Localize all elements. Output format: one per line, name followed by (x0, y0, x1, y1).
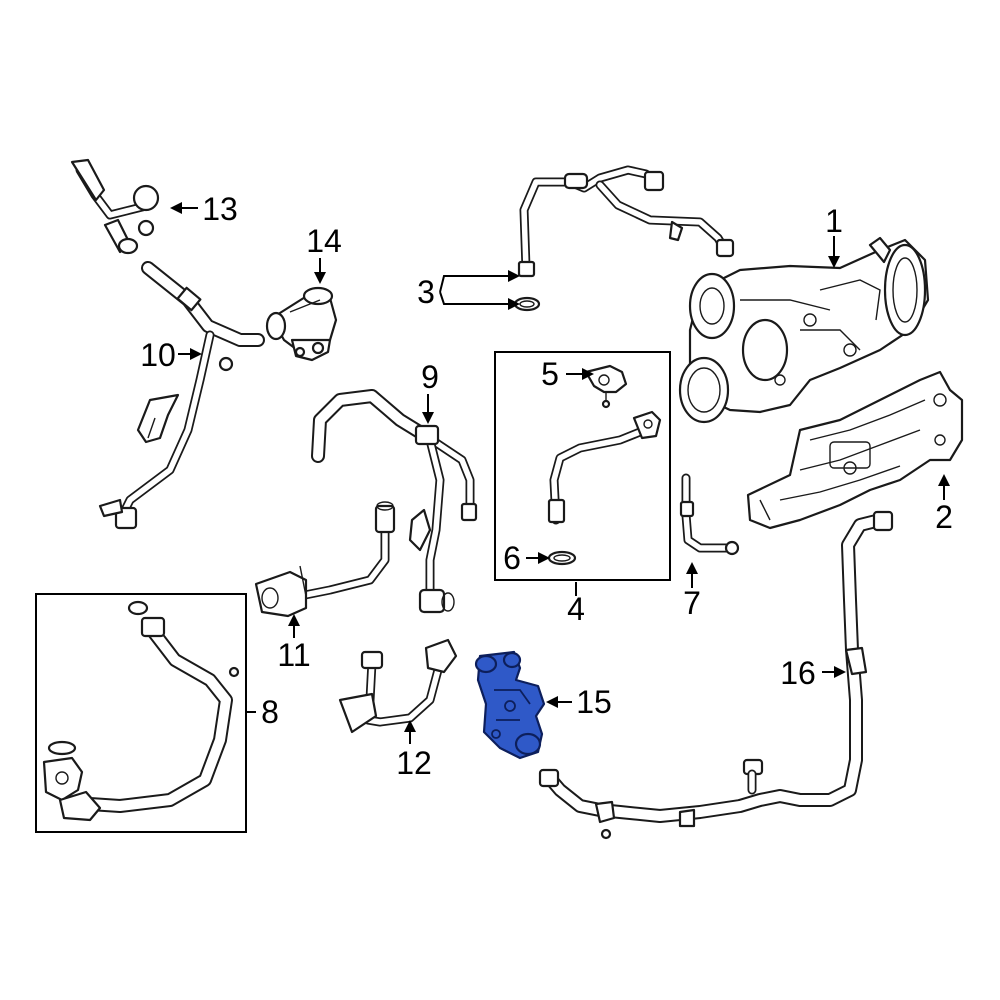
part-12-pipe[interactable] (338, 638, 458, 734)
callout-9: 9 (421, 359, 439, 395)
part-16-hose[interactable] (538, 510, 894, 840)
callout-1: 1 (825, 203, 843, 239)
part-4-group-box (494, 351, 671, 581)
part-3-oil-line[interactable] (513, 165, 735, 312)
callout-13: 13 (202, 191, 238, 227)
callout-2: 2 (935, 499, 953, 535)
part-7-tube[interactable] (679, 473, 740, 556)
callout-15: 15 (576, 684, 612, 720)
part-2-heat-shield[interactable] (746, 370, 964, 530)
callout-10: 10 (140, 337, 176, 373)
part-14-connector[interactable] (265, 286, 338, 362)
callout-4: 4 (567, 591, 585, 627)
callout-8: 8 (261, 694, 279, 730)
callout-11: 11 (277, 637, 310, 673)
part-9-hose[interactable] (311, 389, 478, 614)
part-10-hose[interactable] (98, 261, 265, 530)
part-6-o-ring[interactable] (547, 550, 577, 566)
part-11-pipe[interactable] (254, 501, 396, 618)
callout-3: 3 (417, 274, 435, 310)
callout-5: 5 (541, 356, 559, 392)
callout-6: 6 (503, 540, 521, 576)
part-8-pipe[interactable] (42, 600, 240, 822)
part-4-oil-line[interactable] (547, 410, 662, 525)
callout-14: 14 (306, 223, 342, 259)
part-1-turbocharger[interactable] (678, 236, 930, 424)
part-15-valve[interactable] (474, 650, 546, 760)
callout-16: 16 (780, 655, 816, 691)
part-5-gasket[interactable] (584, 364, 628, 409)
callout-12: 12 (396, 745, 432, 781)
part-13-pipe[interactable] (70, 158, 160, 255)
callout-7: 7 (683, 585, 701, 621)
